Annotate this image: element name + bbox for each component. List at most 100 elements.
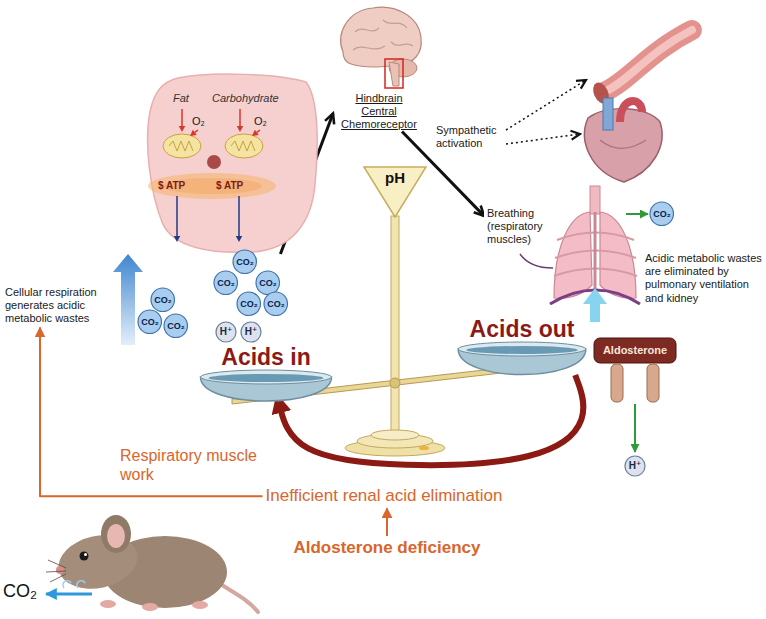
scale-pan: Acids out xyxy=(446,318,598,375)
edge-label: Respiratory muscle work xyxy=(118,446,278,484)
cause-text: Aldosterone deficiency xyxy=(290,536,483,560)
node-text: H⁺ xyxy=(629,461,642,471)
node-text: CO₂ xyxy=(259,279,277,288)
sympathetic-arrow xyxy=(506,80,586,130)
arrow-head xyxy=(237,126,243,132)
arrow-head xyxy=(179,126,185,132)
co2-molecule: CO₂ xyxy=(236,291,262,317)
molecule-disc xyxy=(164,314,188,338)
bowl-rim xyxy=(458,342,586,356)
scale-pole xyxy=(391,216,399,438)
cerebrum xyxy=(341,7,422,67)
node-text: Carbohydrate xyxy=(212,92,279,105)
proton-circle: H⁺ xyxy=(624,455,646,477)
mouse-foot xyxy=(192,601,208,609)
node-text: H⁺ xyxy=(220,327,233,337)
annotation-text: Sympathetic activation xyxy=(436,124,516,150)
waste-arrow xyxy=(176,196,178,236)
mouse-ear-inner xyxy=(107,524,125,548)
artery-wall xyxy=(604,30,692,92)
node-text: CO₂ xyxy=(653,210,671,219)
cell-nucleus xyxy=(207,155,221,169)
annotation-text: Acidic metabolic wastes are eliminated b… xyxy=(645,252,762,305)
hormone-banner xyxy=(594,338,676,363)
bowl-rim xyxy=(200,370,331,384)
node-text: pH xyxy=(363,170,427,187)
substrate-arrow xyxy=(239,109,241,126)
scale-spot xyxy=(419,446,429,450)
brainstem xyxy=(389,62,399,86)
arrow-head xyxy=(174,236,180,242)
cell-body: FatCarbohydrateO₂O₂$ ATP$ ATP xyxy=(140,72,320,254)
node-text: CO₂ xyxy=(154,296,172,305)
bowl-illustration xyxy=(188,369,344,401)
bowl-contents xyxy=(208,374,323,382)
node-text: Acids in xyxy=(188,346,344,369)
leader-line xyxy=(520,254,553,268)
node-text: H⁺ xyxy=(245,327,258,337)
cell-membrane xyxy=(148,74,318,252)
node-text: Hindbrain Central Chemoreceptor xyxy=(338,92,420,132)
node-text: CO₂ xyxy=(167,322,185,331)
co2-molecule: CO₂ xyxy=(163,313,189,339)
mouse-ear xyxy=(101,515,131,553)
arrow-head xyxy=(252,130,259,136)
oxygen-arrow xyxy=(257,130,260,132)
co2-molecule: CO₂ xyxy=(137,309,163,335)
ph-indicator: pH xyxy=(363,166,427,218)
arrow-head xyxy=(236,236,242,242)
node-text: Acids out xyxy=(446,318,598,341)
sympathetic-arrow xyxy=(506,134,580,144)
annotation-text: CO₂ xyxy=(3,581,37,603)
node-text: Breathing (respiratory muscles) xyxy=(487,207,551,247)
molecule-disc xyxy=(233,250,257,274)
mouse-illustration xyxy=(46,515,258,612)
proton-circle: H⁺ xyxy=(240,321,262,343)
scale-pivot xyxy=(390,378,400,388)
node-text: Inefficient renal acid elimination xyxy=(266,486,503,506)
indicator-triangle xyxy=(364,167,426,217)
node-text: CO₂ xyxy=(267,300,285,309)
molecule-disc xyxy=(151,288,175,312)
molecule-disc xyxy=(264,292,288,316)
vena-cava xyxy=(603,98,613,130)
mouse-nose xyxy=(56,566,64,574)
lung-lobe xyxy=(554,212,592,298)
molecule-disc xyxy=(625,456,645,476)
arrow-head xyxy=(190,130,197,136)
oxygen-arrow xyxy=(195,130,198,132)
inhale-arrow xyxy=(583,288,607,322)
molecule-disc xyxy=(237,292,261,316)
mitochondrion-cristae xyxy=(169,141,193,151)
brain-gyrus xyxy=(353,46,385,50)
substrate-arrow xyxy=(181,109,183,126)
node-text: CO₂ xyxy=(236,258,254,267)
aorta xyxy=(620,101,642,122)
co2-molecule: CO₂ xyxy=(213,270,239,296)
brain-gyrus xyxy=(383,20,407,28)
mitochondrion-cristae xyxy=(231,141,255,151)
node-text: Fat xyxy=(173,92,189,105)
mouse-foot xyxy=(142,603,158,611)
node-text: CO₂ xyxy=(141,318,159,327)
heart-illustration xyxy=(585,98,662,182)
mitochondrion xyxy=(225,134,263,158)
spine xyxy=(594,212,597,300)
co2-molecule: CO₂ xyxy=(232,249,258,275)
heart-groove xyxy=(600,140,646,148)
molecule-disc xyxy=(138,310,162,334)
eye-highlight xyxy=(84,553,87,556)
secretion-arrow xyxy=(634,404,636,452)
molecule-disc xyxy=(214,271,238,295)
mitochondrion xyxy=(163,134,201,158)
bowl-illustration xyxy=(446,341,598,375)
node-text: O₂ xyxy=(192,115,205,128)
breath-arrow xyxy=(46,593,92,596)
mouse-tail xyxy=(222,585,258,612)
artery-highlight xyxy=(604,30,692,92)
exhale-arrow xyxy=(626,213,648,215)
molecule-disc xyxy=(216,322,236,342)
scale-pan: Acids in xyxy=(188,346,344,401)
waste-arrow xyxy=(238,196,240,236)
mouse-eye xyxy=(80,552,89,561)
